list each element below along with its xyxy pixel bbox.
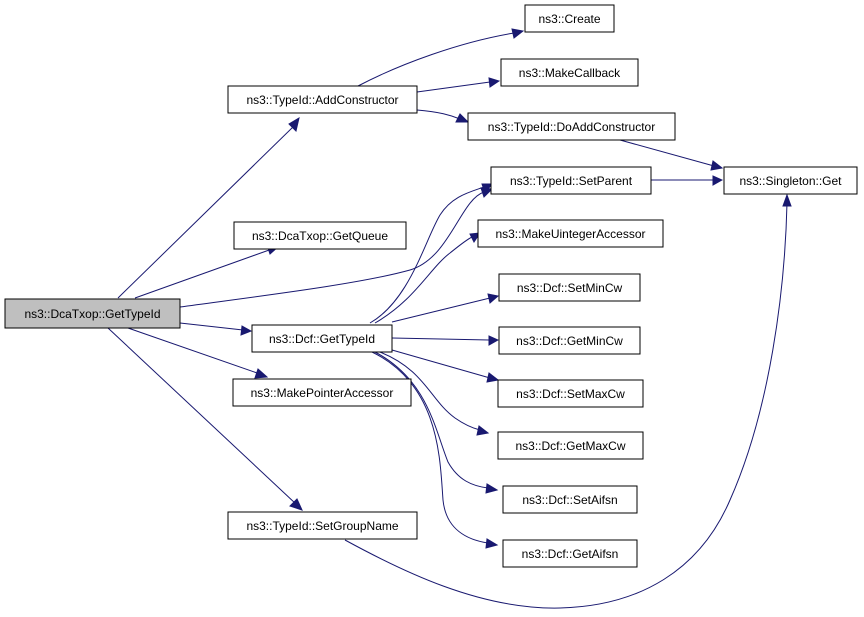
edge-set-group-name-to-singleton-get [344, 193, 792, 609]
node-make-callback-label: ns3::MakeCallback [519, 66, 621, 80]
node-create[interactable]: ns3::Create [524, 4, 615, 33]
node-dcf-get-aifsn-label: ns3::Dcf::GetAifsn [522, 547, 619, 561]
node-make-pointer-accessor[interactable]: ns3::MakePointerAccessor [232, 378, 412, 407]
node-create-label: ns3::Create [538, 12, 600, 26]
node-type-id-set-group-name[interactable]: ns3::TypeId::SetGroupName [227, 511, 418, 540]
edge-dcf-get-type-id-to-set-parent [369, 183, 494, 324]
node-make-callback[interactable]: ns3::MakeCallback [500, 58, 639, 87]
edge-add-constructor-to-do-add-constructor [416, 109, 470, 123]
node-type-id-add-constructor-label: ns3::TypeId::AddConstructor [246, 93, 398, 107]
edge-get-type-id-to-add-constructor [117, 116, 300, 299]
node-dcf-get-min-cw[interactable]: ns3::Dcf::GetMinCw [498, 326, 641, 355]
node-dcf-get-min-cw-label: ns3::Dcf::GetMinCw [516, 334, 623, 348]
edge-get-type-id-to-make-pointer-accessor [127, 327, 269, 379]
node-dcf-set-aifsn-label: ns3::Dcf::SetAifsn [522, 493, 617, 507]
node-type-id-set-parent-label: ns3::TypeId::SetParent [510, 174, 633, 188]
node-make-uinteger-accessor-label: ns3::MakeUintegerAccessor [495, 227, 645, 241]
node-dcf-set-min-cw[interactable]: ns3::Dcf::SetMinCw [498, 273, 641, 302]
node-dcatxop-get-queue[interactable]: ns3::DcaTxop::GetQueue [233, 221, 407, 250]
node-dcf-get-type-id[interactable]: ns3::Dcf::GetTypeId [251, 324, 393, 353]
node-type-id-do-add-constructor-label: ns3::TypeId::DoAddConstructor [488, 120, 655, 134]
node-type-id-do-add-constructor[interactable]: ns3::TypeId::DoAddConstructor [467, 112, 676, 141]
node-dcf-get-max-cw-label: ns3::Dcf::GetMaxCw [515, 439, 625, 453]
edge-dcf-get-type-id-to-set-aifsn [374, 351, 499, 494]
node-type-id-add-constructor[interactable]: ns3::TypeId::AddConstructor [227, 85, 418, 114]
edge-get-type-id-to-get-queue [134, 244, 281, 299]
node-singleton-get-label: ns3::Singleton::Get [739, 174, 842, 188]
node-dcatxop-get-queue-label: ns3::DcaTxop::GetQueue [252, 229, 388, 243]
node-make-pointer-accessor-label: ns3::MakePointerAccessor [251, 386, 394, 400]
edge-add-constructor-to-make-callback [416, 77, 501, 93]
edge-add-constructor-to-create [357, 28, 525, 87]
edge-dcf-get-type-id-to-get-min-cw [391, 335, 500, 346]
node-type-id-set-parent[interactable]: ns3::TypeId::SetParent [490, 166, 652, 195]
node-dcatxop-get-type-id-label: ns3::DcaTxop::GetTypeId [24, 307, 160, 321]
edge-get-type-id-to-set-group-name [107, 327, 303, 511]
edge-do-add-constructor-to-singleton-get [619, 139, 724, 171]
node-dcf-set-aifsn[interactable]: ns3::Dcf::SetAifsn [502, 485, 638, 514]
node-singleton-get[interactable]: ns3::Singleton::Get [723, 166, 858, 195]
node-make-uinteger-accessor[interactable]: ns3::MakeUintegerAccessor [477, 219, 664, 248]
node-dcf-get-aifsn[interactable]: ns3::Dcf::GetAifsn [502, 539, 638, 568]
node-dcf-set-max-cw-label: ns3::Dcf::SetMaxCw [516, 387, 625, 401]
call-edges [107, 28, 792, 609]
edge-dcf-get-type-id-to-get-max-cw [379, 351, 490, 436]
edge-dcf-get-type-id-to-set-max-cw [391, 349, 500, 383]
node-type-id-set-group-name-label: ns3::TypeId::SetGroupName [246, 519, 398, 533]
node-dcatxop-get-type-id[interactable]: ns3::DcaTxop::GetTypeId [4, 298, 181, 329]
edge-set-parent-to-singleton-get [651, 175, 724, 186]
node-dcf-get-type-id-label: ns3::Dcf::GetTypeId [269, 332, 375, 346]
edge-get-type-id-to-dcf-get-type-id [179, 322, 253, 336]
node-dcf-set-min-cw-label: ns3::Dcf::SetMinCw [517, 281, 623, 295]
function-nodes: ns3::DcaTxop::GetTypeId ns3::TypeId::Add… [4, 4, 858, 568]
edge-dcf-get-type-id-to-set-min-cw [391, 293, 500, 323]
node-dcf-set-max-cw[interactable]: ns3::Dcf::SetMaxCw [497, 379, 644, 408]
node-dcf-get-max-cw[interactable]: ns3::Dcf::GetMaxCw [497, 431, 644, 460]
